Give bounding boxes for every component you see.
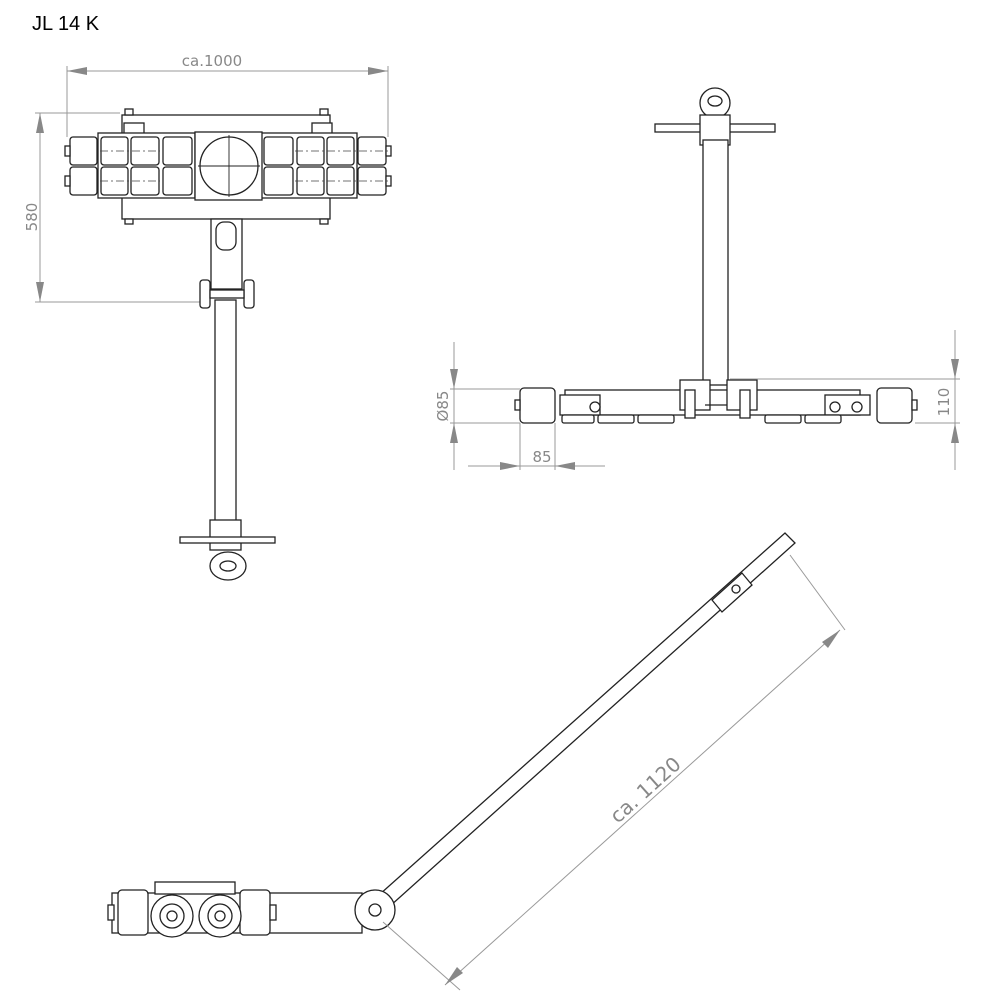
dimension-handle-length: ca. 1120	[382, 554, 846, 991]
drawing-title: JL 14 K	[32, 13, 100, 35]
angled-view: ca. 1120	[107, 532, 846, 991]
dimension-height-label: 110	[935, 388, 953, 417]
dimension-width: ca.1000	[66, 52, 389, 137]
dimension-handle-length-label: ca. 1120	[605, 752, 686, 828]
dimension-roller-diameter-label: Ø85	[434, 391, 452, 422]
top-view: ca.1000 580	[23, 52, 392, 581]
dimension-roller-width: 85	[468, 423, 605, 470]
dimension-roller-diameter: Ø85	[434, 342, 520, 470]
dimension-height: 110	[730, 330, 960, 470]
handle-top	[179, 218, 276, 581]
side-view: Ø85 85 110	[434, 87, 960, 470]
dimension-length: 580	[23, 112, 205, 303]
handle-side	[654, 87, 776, 386]
rollers-top	[64, 136, 392, 196]
dimension-width-label: ca.1000	[182, 52, 242, 70]
dimension-roller-width-label: 85	[532, 448, 551, 466]
dimension-length-label: 580	[23, 203, 41, 232]
